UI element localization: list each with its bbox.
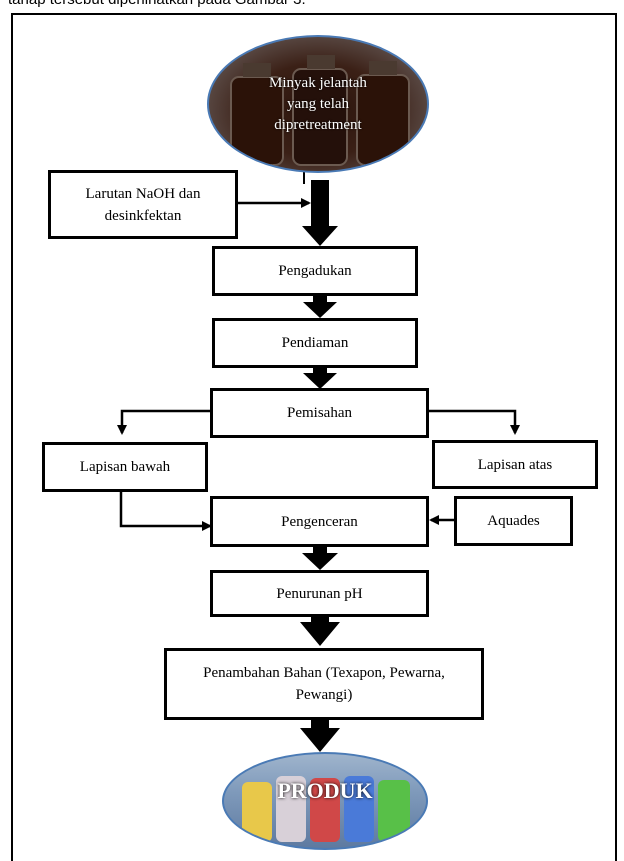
penurunan-ph-box: Penurunan pH (210, 570, 429, 617)
lapisan-bawah-label: Lapisan bawah (79, 459, 171, 475)
figure-caption-fragment: tahap tersebut diperlihatkan pada Gambar… (8, 0, 306, 8)
penambahan-box: Penambahan Bahan (Texapon, Pewarna, Pewa… (164, 648, 484, 720)
connector-to-lapisan-bawah (117, 409, 211, 435)
pemisahan-box: Pemisahan (210, 388, 429, 438)
thick-arrow-1 (302, 180, 338, 246)
connector-to-lapisan-atas (428, 409, 520, 435)
pengenceran-label: Pengenceran (281, 513, 358, 530)
produk-bottles-picture (242, 776, 410, 842)
produk-label: PRODUK (277, 778, 373, 803)
aquades-label: Aquades (487, 513, 540, 529)
aquades-box: Aquades (454, 496, 573, 546)
connector-lapisan-bawah-to-pengenceran (119, 491, 212, 531)
thick-arrow-4 (302, 547, 338, 570)
thick-arrow-2 (303, 295, 337, 318)
oil-jars-picture (230, 55, 410, 166)
start-node-label: Minyak jelantah yang telah dipretreatmen… (269, 74, 367, 133)
pemisahan-label: Pemisahan (287, 405, 352, 421)
naoh-box: Larutan NaOH dan desinkfektan (48, 170, 238, 239)
pengadukan-label: Pengadukan (278, 263, 352, 279)
start-node-oil-jars: Minyak jelantah yang telah dipretreatmen… (207, 35, 429, 173)
penambahan-label: Penambahan Bahan (Texapon, Pewarna, Pewa… (203, 665, 445, 703)
naoh-label: Larutan NaOH dan desinkfektan (85, 185, 201, 224)
thick-arrow-5 (300, 616, 340, 646)
pendiaman-label: Pendiaman (281, 335, 349, 351)
thick-arrow-3 (303, 368, 337, 389)
main-arrows (300, 180, 340, 752)
lapisan-atas-label: Lapisan atas (477, 456, 553, 473)
pengenceran-box: Pengenceran (210, 496, 429, 547)
thick-arrow-6 (300, 720, 340, 752)
produk-node: PRODUK (222, 752, 428, 850)
pengadukan-box: Pengadukan (212, 246, 418, 296)
pendiaman-box: Pendiaman (212, 318, 418, 368)
diagram-frame (11, 13, 617, 861)
lapisan-bawah-box: Lapisan bawah (42, 442, 208, 492)
penurunan-ph-label: Penurunan pH (276, 585, 363, 602)
lapisan-atas-box: Lapisan atas (432, 440, 598, 489)
